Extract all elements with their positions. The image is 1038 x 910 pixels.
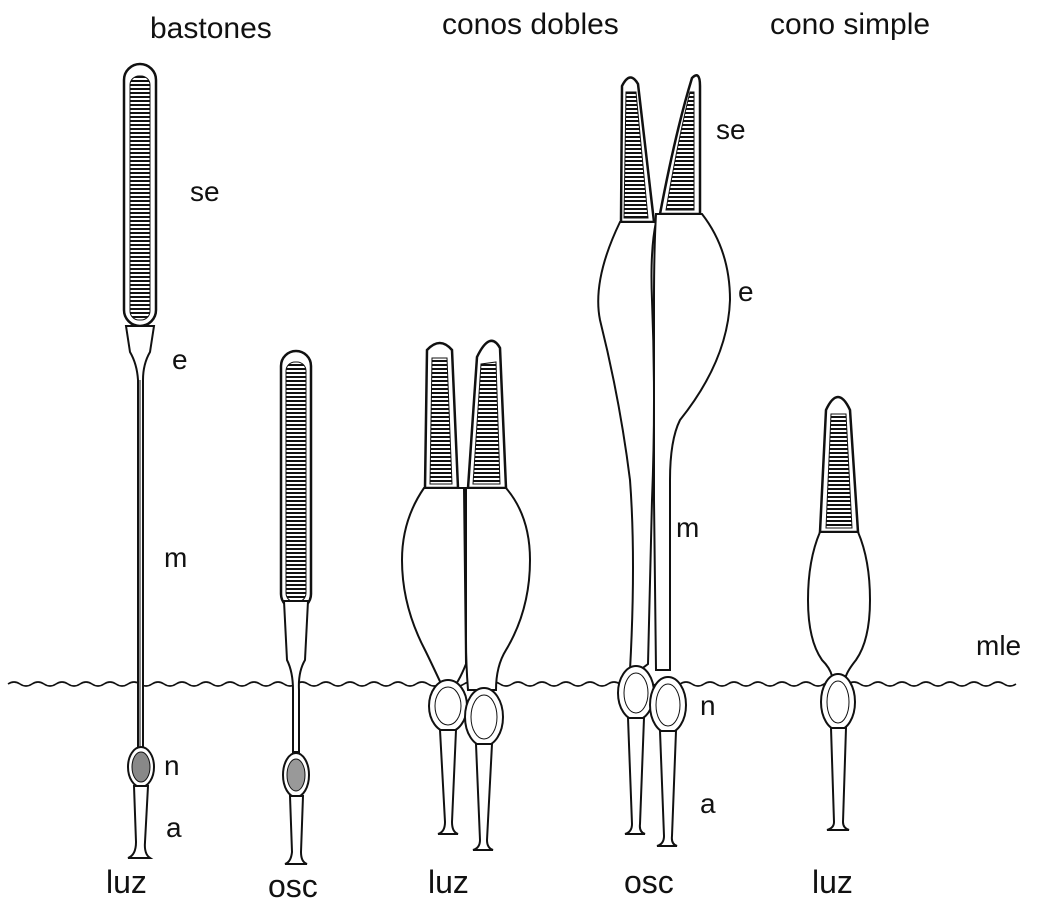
external-limiting-membrane-line bbox=[8, 682, 1016, 686]
rod-ellipsoid-label: e bbox=[172, 346, 188, 374]
cone-nucleus-label: n bbox=[700, 692, 716, 720]
rod-dark-label: osc bbox=[268, 870, 318, 902]
rod-light-label: luz bbox=[106, 866, 147, 898]
rod-myoid-label: m bbox=[164, 544, 187, 572]
header-double-cones: conos dobles bbox=[442, 10, 619, 40]
rod-light-adapted bbox=[124, 64, 156, 858]
rod-dark-adapted bbox=[281, 351, 311, 864]
cone-ellipsoid-label: e bbox=[738, 278, 754, 306]
single-cone-light-adapted bbox=[808, 397, 870, 830]
cone-outer-segment-label: se bbox=[716, 116, 746, 144]
mle-label: mle bbox=[976, 632, 1021, 660]
cone-axon-label: a bbox=[700, 790, 716, 818]
rod-outer-segment-label: se bbox=[190, 178, 220, 206]
rod-nucleus-label: n bbox=[164, 752, 180, 780]
double-cone-dark-label: osc bbox=[624, 866, 674, 898]
cone-myoid-label: m bbox=[676, 514, 699, 542]
double-cone-light-adapted bbox=[402, 341, 530, 850]
double-cone-dark-adapted bbox=[598, 75, 730, 846]
header-rods: bastones bbox=[150, 14, 272, 44]
header-single-cone: cono simple bbox=[770, 10, 930, 40]
single-cone-light-label: luz bbox=[812, 866, 853, 898]
double-cone-light-label: luz bbox=[428, 866, 469, 898]
rod-axon-label: a bbox=[166, 814, 182, 842]
